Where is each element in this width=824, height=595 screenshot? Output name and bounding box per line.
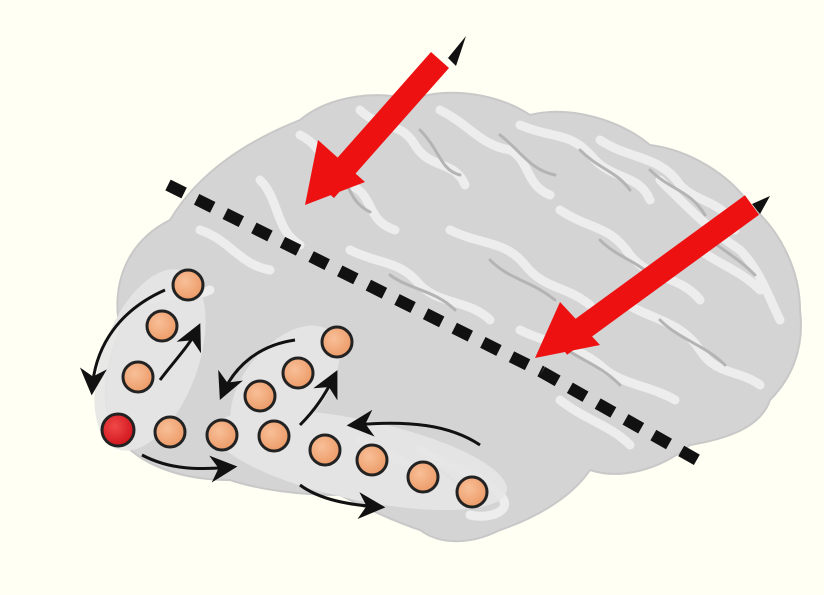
flow-arrows (79, 288, 481, 520)
node (320, 325, 354, 359)
curved-arrow-icon (299, 483, 386, 520)
curved-arrow-icon (298, 370, 338, 427)
node (406, 460, 440, 494)
red-arrow-upper (305, 36, 466, 205)
node (145, 309, 179, 343)
node (281, 356, 315, 390)
arrow-tip-dark (448, 36, 466, 66)
node (205, 418, 239, 452)
dashed-line-upper (165, 179, 545, 378)
curved-arrow-icon (346, 409, 481, 447)
arrow-tip-dark (752, 196, 770, 214)
curved-arrow-icon (158, 323, 202, 381)
node (308, 433, 342, 467)
red-arrow-lower (535, 195, 770, 358)
node (455, 475, 489, 509)
node (153, 415, 187, 449)
brain-gyri (145, 105, 785, 521)
dashed-lines (165, 179, 709, 471)
arrow-down-left-icon (305, 140, 365, 205)
node (257, 419, 291, 453)
node (171, 268, 205, 302)
curved-arrow-icon (79, 288, 166, 396)
node (355, 443, 389, 477)
nodes (100, 268, 489, 509)
arrow-down-left-icon (535, 302, 600, 358)
node (243, 379, 277, 413)
node (121, 360, 155, 394)
curved-arrow-icon (218, 338, 296, 400)
start-node (100, 412, 136, 448)
curved-arrow-icon (141, 453, 238, 483)
